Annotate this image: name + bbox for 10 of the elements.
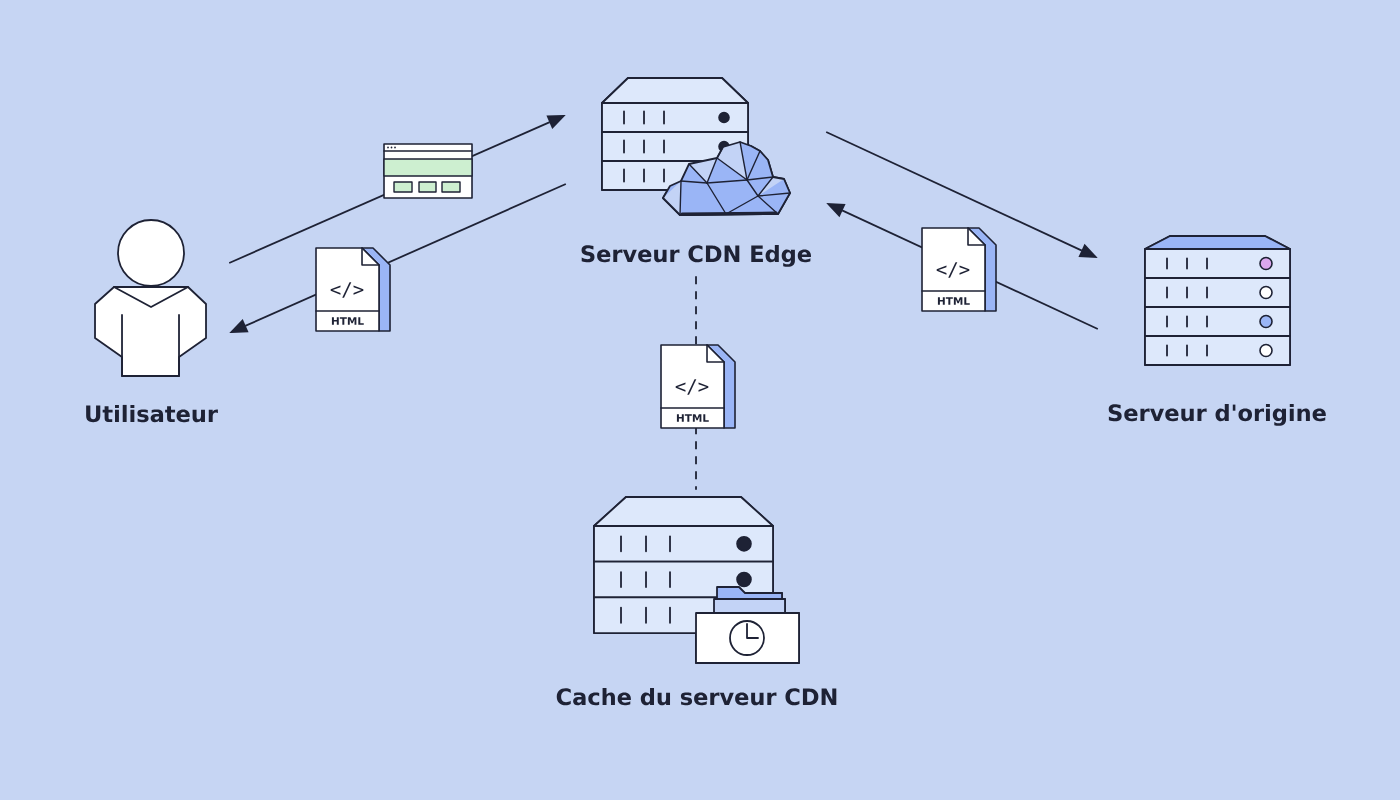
node-label: Utilisateur bbox=[86, 404, 218, 423]
node-label: Serveur d'origine bbox=[1108, 403, 1326, 426]
code-symbol: </> bbox=[675, 379, 709, 395]
file-type-label: HTML bbox=[676, 414, 709, 422]
file-type-label: HTML bbox=[331, 317, 364, 325]
code-symbol: </> bbox=[936, 262, 970, 278]
file-type-label: HTML bbox=[937, 297, 970, 305]
node-label: Cache du serveur CDN bbox=[556, 687, 837, 706]
node-label: Serveur CDN Edge bbox=[581, 244, 811, 267]
code-symbol: </> bbox=[330, 282, 364, 298]
